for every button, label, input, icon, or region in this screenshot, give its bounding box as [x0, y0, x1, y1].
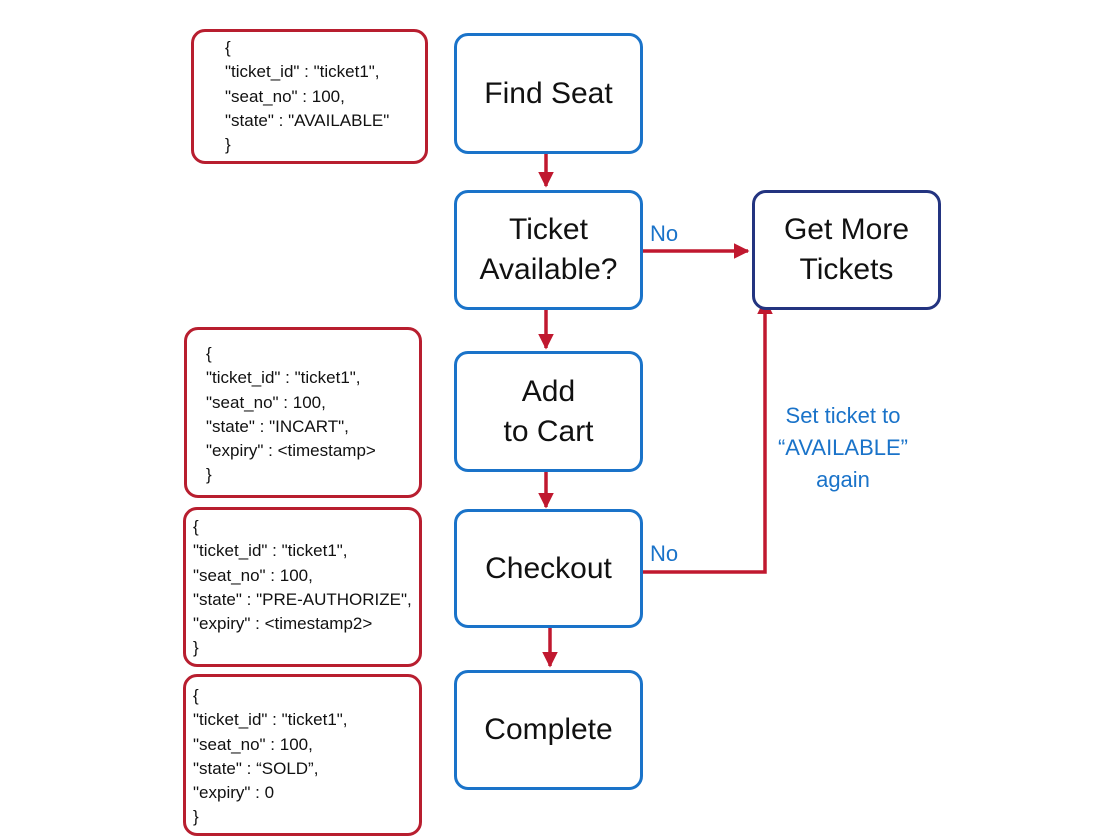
- json-line: "ticket_id" : "ticket1",: [206, 368, 361, 388]
- json-line: {: [225, 38, 231, 57]
- json-state-preauthorize: { "ticket_id" : "ticket1", "seat_no" : 1…: [183, 507, 422, 667]
- note-line: Set ticket to: [785, 403, 901, 428]
- json-state-incart: { "ticket_id" : "ticket1", "seat_no" : 1…: [184, 327, 422, 498]
- json-line: "seat_no" : 100,: [193, 565, 313, 585]
- json-state-available: { "ticket_id" : "ticket1", "seat_no" : 1…: [191, 29, 428, 164]
- json-line: "seat_no" : 100,: [193, 734, 313, 754]
- step-ticket-available: Ticket Available?: [454, 190, 643, 310]
- step-get-more-tickets: Get More Tickets: [752, 190, 941, 310]
- json-line: {: [206, 344, 212, 363]
- note-line: “AVAILABLE”: [777, 435, 908, 460]
- json-line: "ticket_id" : "ticket1",: [193, 710, 348, 730]
- json-line: }: [193, 807, 199, 827]
- json-line: "expiry" : <timestamp>: [206, 441, 376, 461]
- note-reset-available: Set ticket to “AVAILABLE” again: [758, 400, 928, 496]
- json-line: "ticket_id" : "ticket1",: [225, 62, 380, 82]
- json-line: }: [206, 465, 212, 485]
- arrow-checkout-to-more: [638, 298, 773, 574]
- step-add-to-cart: Add to Cart: [454, 351, 643, 472]
- json-line: "expiry" : <timestamp2>: [193, 614, 373, 634]
- step-find-seat: Find Seat: [454, 33, 643, 154]
- json-line: "seat_no" : 100,: [225, 86, 345, 106]
- step-checkout: Checkout: [454, 509, 643, 628]
- json-line: "state" : "PRE-AUTHORIZE",: [193, 589, 412, 609]
- json-line: }: [193, 638, 199, 658]
- json-state-sold: { "ticket_id" : "ticket1", "seat_no" : 1…: [183, 674, 422, 836]
- json-line: }: [225, 135, 231, 155]
- json-line: "state" : "AVAILABLE": [225, 110, 390, 130]
- step-complete: Complete: [454, 670, 643, 790]
- json-line: "ticket_id" : "ticket1",: [193, 541, 348, 561]
- label-no-available: No: [650, 221, 679, 246]
- json-line: {: [193, 686, 199, 705]
- json-line: "expiry" : 0: [193, 783, 275, 803]
- note-line: again: [816, 467, 870, 492]
- json-line: "state" : "INCART",: [206, 416, 349, 436]
- label-no-checkout: No: [650, 541, 679, 566]
- json-line: "state" : “SOLD”,: [193, 758, 319, 778]
- json-line: "seat_no" : 100,: [206, 392, 326, 412]
- json-line: {: [193, 517, 199, 536]
